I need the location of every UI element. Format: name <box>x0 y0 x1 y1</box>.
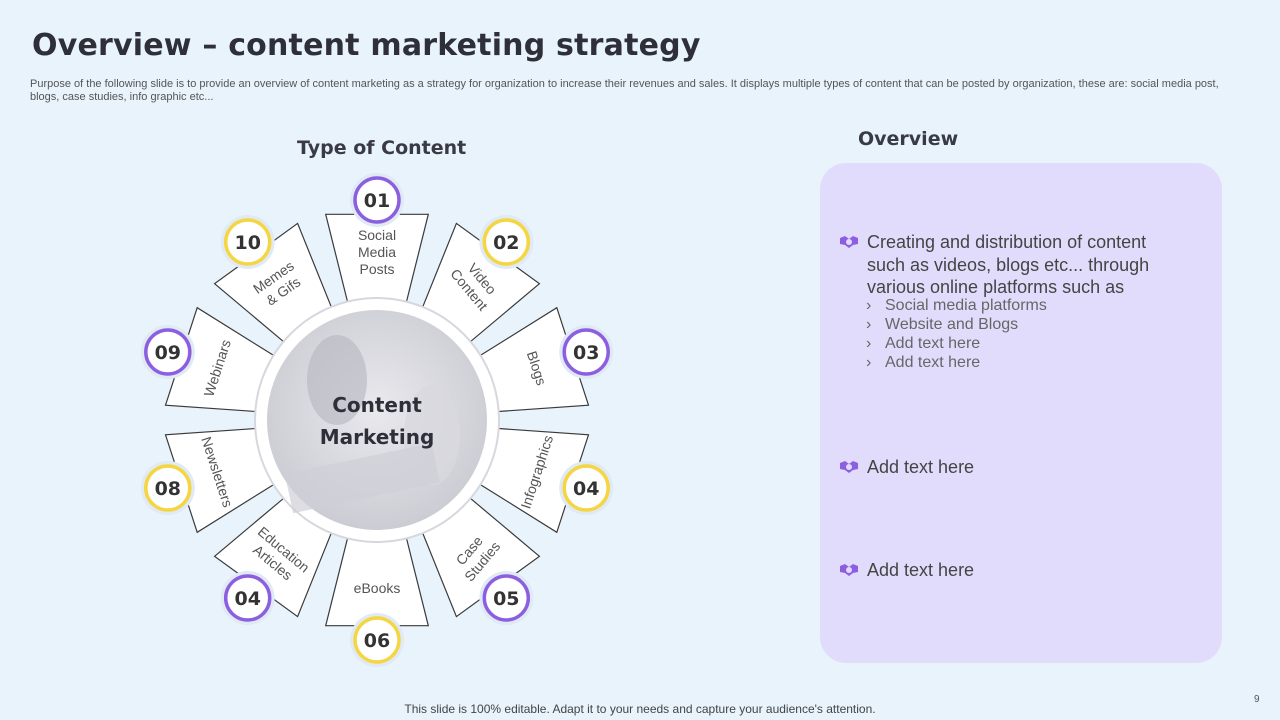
number-badge <box>223 218 272 266</box>
overview-item-3: Add text here <box>838 559 1187 582</box>
overview-item-text: Add text here <box>867 560 975 580</box>
number-badge-label: 04 <box>573 478 599 500</box>
overview-item-2: Add text here <box>838 456 1187 479</box>
number-badge <box>562 464 610 512</box>
type-of-content-heading: Type of Content <box>297 137 467 159</box>
number-badge <box>353 176 401 224</box>
number-badge-label: 06 <box>364 630 390 652</box>
page-number: 9 <box>1254 694 1260 705</box>
slide-subtitle: Purpose of the following slide is to pro… <box>30 78 1219 103</box>
number-badge <box>144 328 192 376</box>
number-badge-label: 08 <box>155 478 181 500</box>
chevron-right-icon: › <box>866 335 872 352</box>
number-badge-label: 04 <box>234 588 260 610</box>
overview-item-text: Add text here <box>867 457 975 477</box>
number-badge-label: 05 <box>493 588 519 610</box>
center-label: Marketing <box>320 425 435 449</box>
number-badge <box>482 218 531 266</box>
svg-text:Media: Media <box>358 244 396 260</box>
slide-footer: This slide is 100% editable. Adapt it to… <box>404 702 876 716</box>
overview-item-1: Creating and distribution of content suc… <box>838 231 1187 299</box>
photo-figure <box>307 335 367 425</box>
number-badge-label: 01 <box>364 190 390 212</box>
overview-subitem: ›Add text here <box>866 354 981 371</box>
svg-text:eBooks: eBooks <box>354 580 401 596</box>
overview-subitem: ›Social media platforms <box>866 297 1047 314</box>
slide-title: Overview – content marketing strategy <box>32 28 701 63</box>
number-badge <box>353 616 401 664</box>
overview-heading: Overview <box>858 128 959 150</box>
segment-label: eBooks <box>354 580 401 596</box>
overview-subitem: ›Add text here <box>866 335 981 352</box>
number-badge <box>223 574 272 622</box>
overview-item-text: Creating and distribution of content suc… <box>867 232 1150 297</box>
overview-subitem: ›Website and Blogs <box>866 316 1019 333</box>
number-badge <box>144 464 192 512</box>
chevron-right-icon: › <box>866 354 872 371</box>
number-badge-label: 09 <box>155 342 181 364</box>
number-badge <box>482 574 531 622</box>
handshake-icon <box>840 461 858 473</box>
overview-panel <box>820 163 1222 663</box>
svg-text:Social: Social <box>358 227 396 243</box>
number-badge-label: 02 <box>493 232 519 254</box>
svg-text:Posts: Posts <box>359 261 394 277</box>
photo-table <box>284 442 440 514</box>
number-badge-label: 03 <box>573 342 599 364</box>
chevron-right-icon: › <box>866 297 872 314</box>
handshake-icon <box>840 564 858 576</box>
number-badge <box>562 328 610 376</box>
number-badge-label: 10 <box>234 232 260 254</box>
handshake-icon <box>840 236 858 248</box>
center-label: Content <box>332 393 422 417</box>
chevron-right-icon: › <box>866 316 872 333</box>
